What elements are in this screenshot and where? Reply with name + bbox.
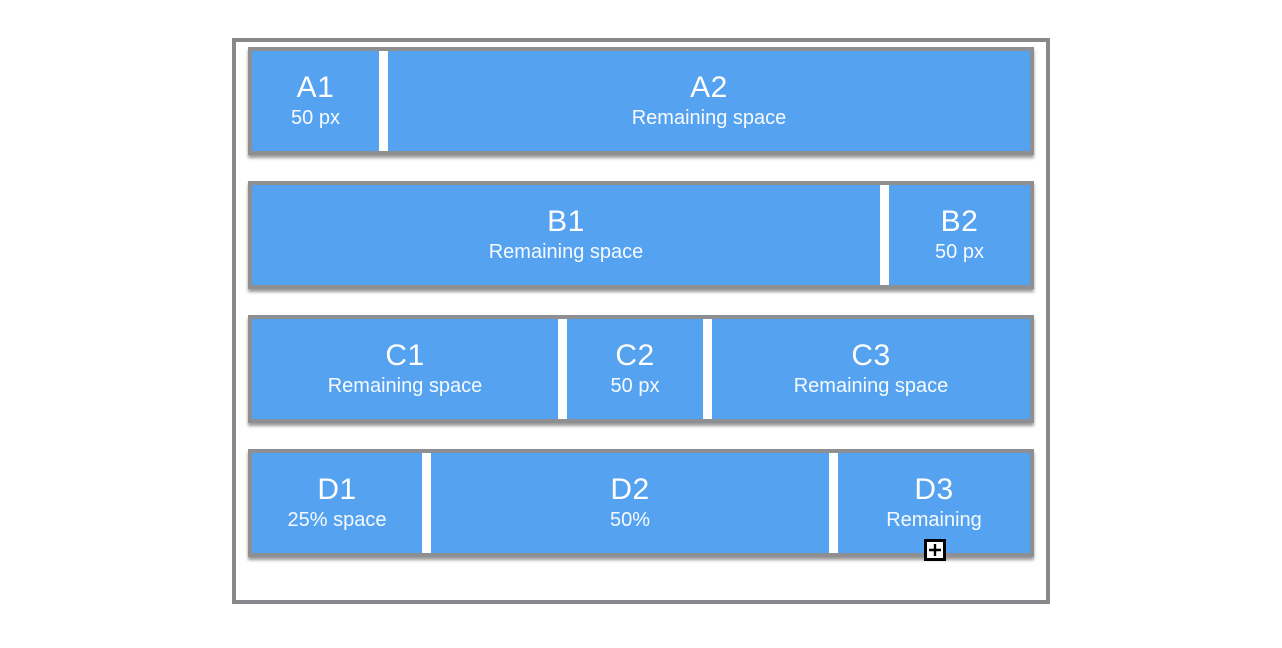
item-subtitle: Remaining — [886, 509, 982, 531]
item-subtitle: 50 px — [291, 107, 340, 129]
flex-item-c3: C3 Remaining space — [712, 319, 1030, 419]
item-title: C3 — [851, 339, 891, 372]
flex-item-b2: B2 50 px — [889, 185, 1030, 285]
item-title: A2 — [690, 71, 728, 104]
item-subtitle: Remaining space — [631, 107, 787, 129]
item-title: D1 — [317, 473, 357, 506]
flex-item-a2: A2 Remaining space — [388, 51, 1030, 151]
crosshair-plus-cursor-icon — [924, 539, 946, 561]
item-subtitle: 25% space — [287, 509, 387, 531]
item-title: D3 — [914, 473, 954, 506]
flex-row-d: D1 25% space D2 50% D3 Remaining — [248, 449, 1034, 557]
flex-item-b1: B1 Remaining space — [252, 185, 880, 285]
flex-item-c1: C1 Remaining space — [252, 319, 558, 419]
item-subtitle: Remaining space — [327, 375, 483, 397]
item-subtitle: 50 px — [610, 375, 660, 397]
flex-row-c: C1 Remaining space C2 50 px C3 Remaining… — [248, 315, 1034, 423]
item-subtitle: 50 px — [935, 241, 984, 263]
flex-item-d2: D2 50% — [431, 453, 829, 553]
flex-row-a: A1 50 px A2 Remaining space — [248, 47, 1034, 155]
item-title: C1 — [385, 339, 425, 372]
item-title: B2 — [940, 205, 979, 238]
item-title: A1 — [296, 71, 335, 104]
flex-item-d3: D3 Remaining — [838, 453, 1030, 553]
flex-demo-container: A1 50 px A2 Remaining space B1 Remaining… — [232, 38, 1050, 604]
item-subtitle: Remaining space — [488, 241, 644, 263]
item-title: D2 — [610, 473, 650, 506]
flex-row-b: B1 Remaining space B2 50 px — [248, 181, 1034, 289]
flex-item-a1: A1 50 px — [252, 51, 379, 151]
item-title: C2 — [615, 339, 655, 372]
item-subtitle: Remaining space — [793, 375, 949, 397]
item-title: B1 — [547, 205, 585, 238]
flex-item-c2: C2 50 px — [567, 319, 703, 419]
item-subtitle: 50% — [609, 509, 651, 531]
flex-item-d1: D1 25% space — [252, 453, 422, 553]
